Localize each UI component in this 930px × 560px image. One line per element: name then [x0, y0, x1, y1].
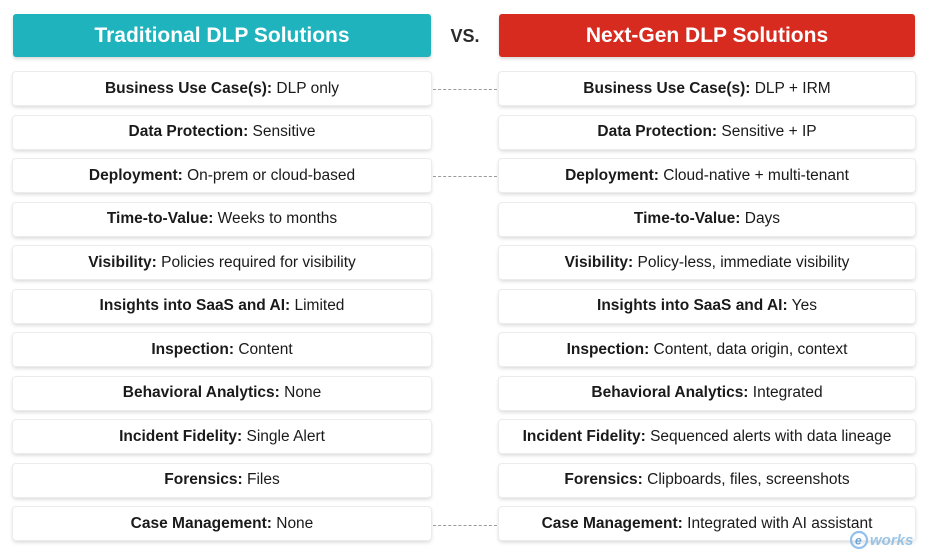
row-key: Incident Fidelity: [522, 427, 646, 445]
nextgen-row-visibility: Visibility: Policy-less, immediate visib… [499, 246, 915, 279]
traditional-row-case-management: Case Management: None [13, 507, 431, 540]
nextgen-row-insights-saas-ai: Insights into SaaS and AI: Yes [499, 289, 915, 323]
nextgen-row-business-use-case: Business Use Case(s): DLP + IRM [499, 72, 915, 105]
row-value: Policies required for visibility [156, 253, 356, 271]
row-key: Visibility: [564, 253, 634, 271]
traditional-row-forensics: Forensics: Files [13, 463, 431, 497]
svg-text:works: works [870, 532, 913, 549]
traditional-dlp-header: Traditional DLP Solutions [13, 14, 431, 57]
row-value: Content [234, 340, 293, 358]
nextgen-row-time-to-value: Time-to-Value: Days [499, 202, 915, 236]
row-value: Single Alert [242, 427, 325, 445]
row-key: Incident Fidelity: [119, 427, 243, 445]
row-value: Sensitive [248, 123, 316, 140]
row-value: Yes [787, 297, 817, 314]
connector-deployment [433, 176, 497, 177]
row-key: Behavioral Analytics: [591, 384, 749, 401]
row-key: Case Management: [541, 514, 683, 532]
nextgen-dlp-column: Business Use Case(s): DLP + IRM Data Pro… [499, 72, 915, 551]
row-value: Integrated with AI assistant [682, 514, 873, 532]
traditional-row-time-to-value: Time-to-Value: Weeks to months [13, 202, 431, 236]
traditional-dlp-title: Traditional DLP Solutions [94, 23, 350, 47]
traditional-row-deployment: Deployment: On-prem or cloud-based [13, 159, 431, 192]
row-key: Inspection: [566, 340, 650, 358]
row-value: Policy-less, immediate visibility [633, 253, 850, 271]
nextgen-row-behavioral-analytics: Behavioral Analytics: Integrated [499, 376, 915, 410]
row-key: Forensics: [564, 471, 643, 488]
row-key: Deployment: [88, 166, 183, 184]
row-value: Weeks to months [213, 210, 338, 227]
nextgen-dlp-header: Next-Gen DLP Solutions [499, 14, 915, 57]
row-value: Limited [290, 297, 345, 314]
vs-label: VS. [450, 26, 480, 46]
row-value: Clipboards, files, screenshots [642, 471, 850, 488]
traditional-row-incident-fidelity: Incident Fidelity: Single Alert [13, 420, 431, 453]
row-value: On-prem or cloud-based [182, 166, 356, 184]
row-key: Time-to-Value: [106, 210, 214, 227]
nextgen-dlp-title: Next-Gen DLP Solutions [585, 23, 829, 47]
traditional-row-behavioral-analytics: Behavioral Analytics: None [13, 376, 431, 410]
connector-case-management [433, 525, 497, 526]
row-key: Business Use Case(s): [104, 79, 273, 97]
row-value: None [279, 384, 322, 401]
row-key: Insights into SaaS and AI: [597, 297, 788, 314]
row-value: Days [740, 210, 781, 227]
row-key: Data Protection: [597, 123, 718, 140]
nextgen-row-data-protection: Data Protection: Sensitive + IP [499, 115, 915, 149]
row-key: Inspection: [151, 340, 235, 358]
row-key: Deployment: [565, 166, 659, 184]
row-value: Integrated [748, 384, 823, 401]
row-key: Insights into SaaS and AI: [99, 297, 291, 314]
e-works-logo-icon: e works [850, 530, 913, 550]
nextgen-row-forensics: Forensics: Clipboards, files, screenshot… [499, 463, 915, 497]
traditional-row-inspection: Inspection: Content [13, 333, 431, 366]
traditional-row-data-protection: Data Protection: Sensitive [13, 115, 431, 149]
row-value: DLP only [272, 79, 340, 97]
traditional-row-visibility: Visibility: Policies required for visibi… [13, 246, 431, 279]
row-value: Cloud-native + multi-tenant [658, 166, 849, 184]
row-key: Time-to-Value: [633, 210, 741, 227]
row-key: Forensics: [164, 471, 243, 488]
svg-text:e: e [855, 534, 862, 548]
nextgen-row-case-management: Case Management: Integrated with AI assi… [499, 507, 915, 540]
row-value: Sequenced alerts with data lineage [645, 427, 892, 445]
traditional-row-insights-saas-ai: Insights into SaaS and AI: Limited [13, 289, 431, 323]
row-key: Data Protection: [128, 123, 249, 140]
traditional-row-business-use-case: Business Use Case(s): DLP only [13, 72, 431, 105]
row-key: Case Management: [130, 514, 272, 532]
nextgen-row-inspection: Inspection: Content, data origin, contex… [499, 333, 915, 366]
nextgen-row-incident-fidelity: Incident Fidelity: Sequenced alerts with… [499, 420, 915, 453]
row-key: Behavioral Analytics: [122, 384, 280, 401]
row-value: Content, data origin, context [649, 340, 848, 358]
traditional-dlp-column: Business Use Case(s): DLP only Data Prot… [13, 72, 431, 551]
row-key: Business Use Case(s): [583, 79, 751, 97]
connector-business-use-case [433, 89, 497, 90]
row-key: Visibility: [88, 253, 157, 271]
nextgen-row-deployment: Deployment: Cloud-native + multi-tenant [499, 159, 915, 192]
row-value: None [271, 514, 314, 532]
row-value: DLP + IRM [750, 79, 831, 97]
row-value: Files [242, 471, 280, 488]
row-value: Sensitive + IP [717, 123, 817, 140]
